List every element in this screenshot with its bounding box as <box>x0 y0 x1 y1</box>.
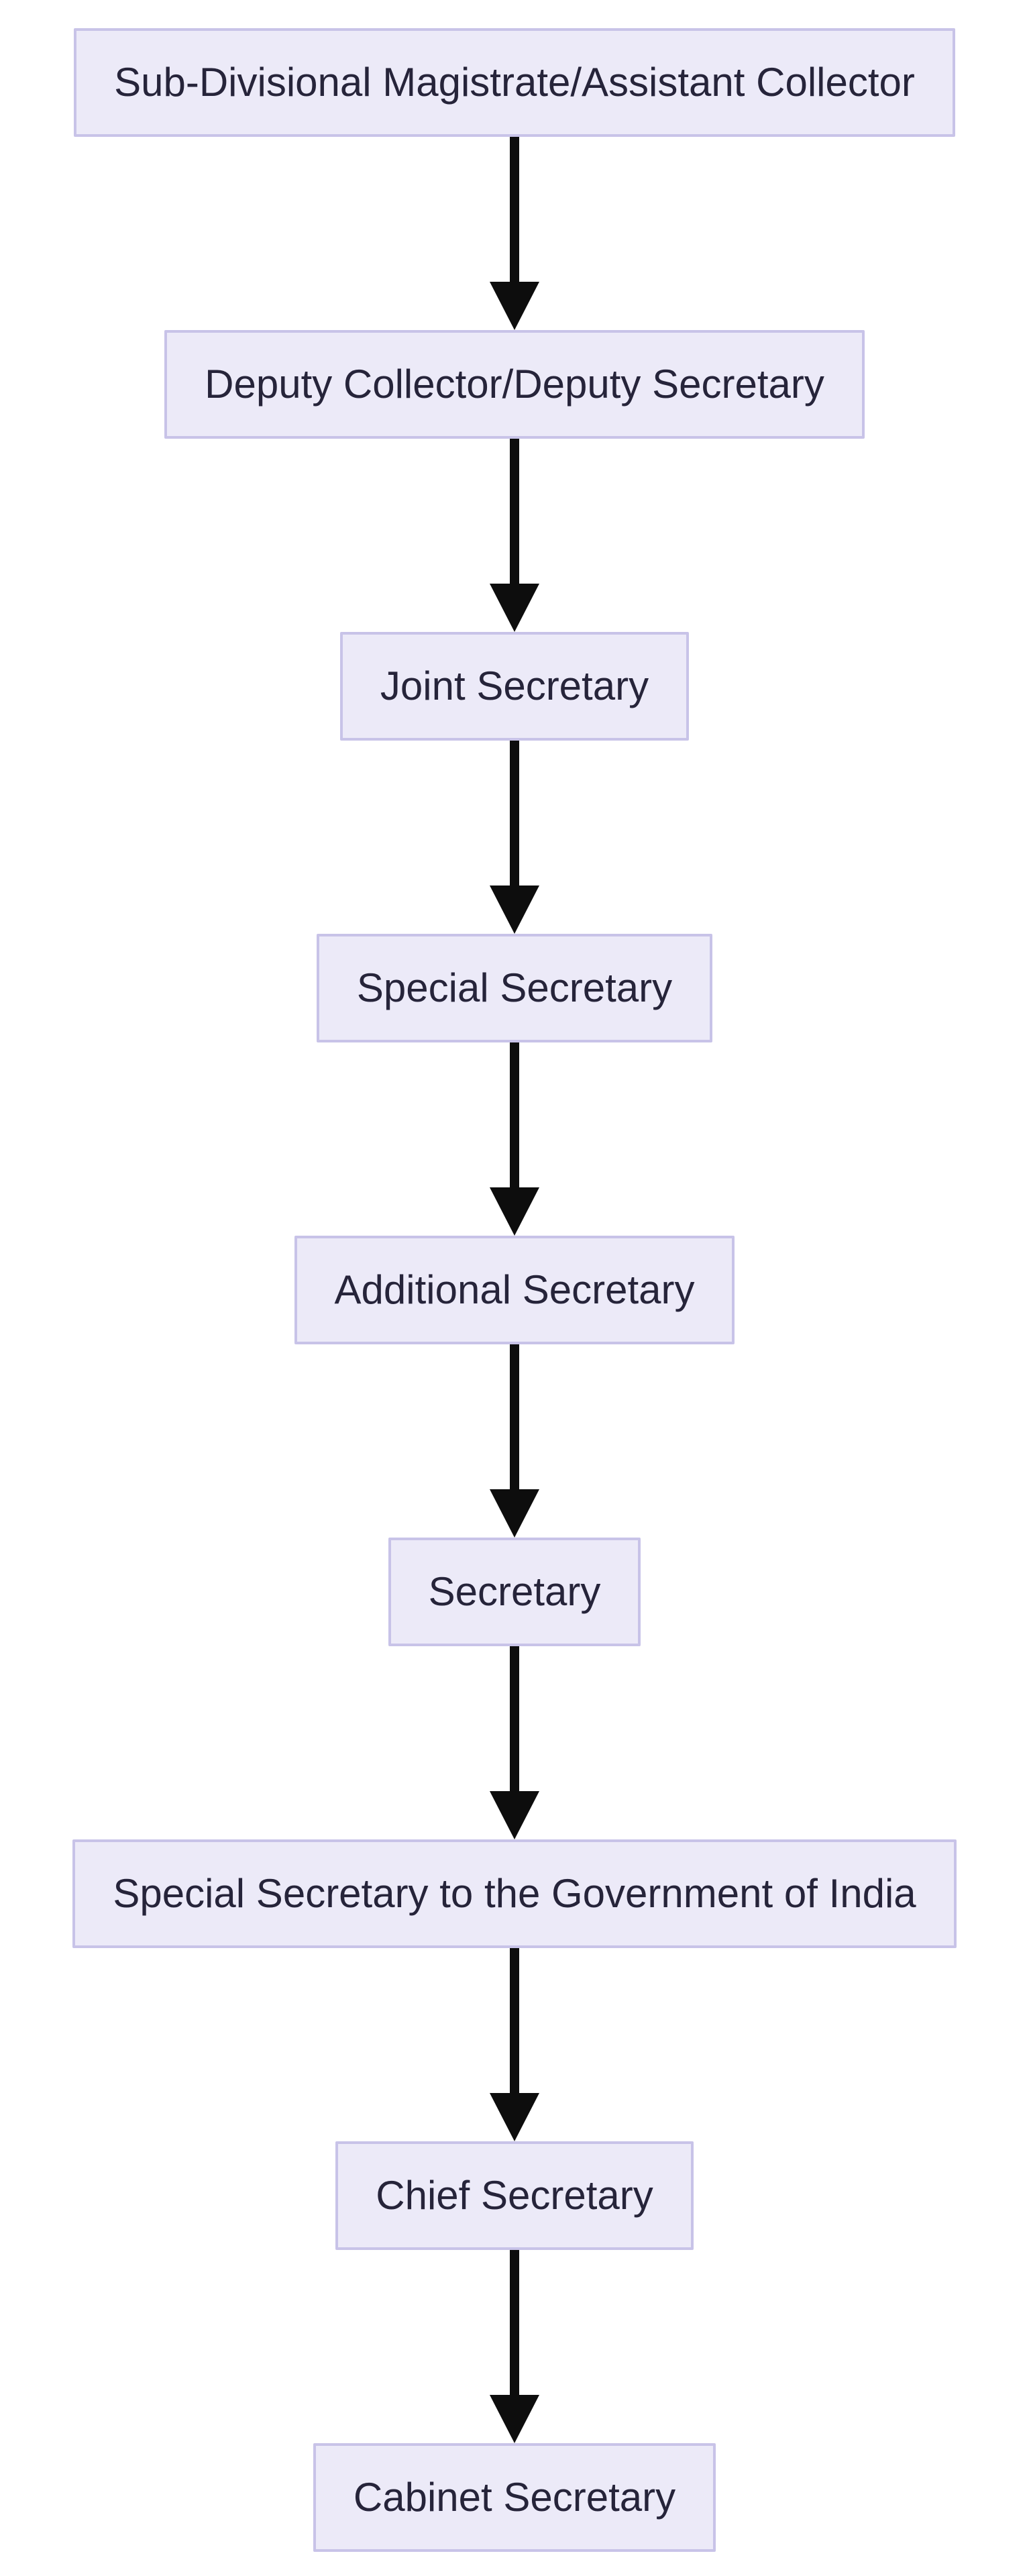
arrow-line <box>510 2250 519 2395</box>
arrowhead-down-icon <box>490 1187 539 1236</box>
arrowhead-down-icon <box>490 885 539 934</box>
node-label: Sub-Divisional Magistrate/Assistant Coll… <box>114 60 915 105</box>
node-deputy-collector-deputy-secretary: Deputy Collector/Deputy Secretary <box>164 330 865 439</box>
node-special-secretary: Special Secretary <box>316 934 713 1042</box>
node-label: Chief Secretary <box>376 2173 653 2218</box>
arrow-connector <box>489 439 540 632</box>
arrowhead-down-icon <box>490 1791 539 1839</box>
node-label: Special Secretary to the Government of I… <box>113 1871 916 1916</box>
arrow-line <box>510 137 519 282</box>
node-label: Joint Secretary <box>380 663 649 708</box>
arrow-connector <box>489 2250 540 2443</box>
node-secretary: Secretary <box>388 1538 641 1646</box>
arrow-connector <box>489 1344 540 1538</box>
node-label: Secretary <box>428 1569 601 1614</box>
arrow-line <box>510 1948 519 2093</box>
node-special-secretary-to-the-government-of-india: Special Secretary to the Government of I… <box>72 1839 957 1948</box>
arrowhead-down-icon <box>490 1489 539 1538</box>
arrow-connector <box>489 1646 540 1839</box>
arrowhead-down-icon <box>490 2395 539 2443</box>
node-additional-secretary: Additional Secretary <box>294 1236 735 1344</box>
arrow-line <box>510 1646 519 1791</box>
arrow-line <box>510 1344 519 1489</box>
arrow-connector <box>489 1042 540 1236</box>
node-chief-secretary: Chief Secretary <box>335 2141 694 2250</box>
node-label: Special Secretary <box>356 965 673 1010</box>
arrowhead-down-icon <box>490 2093 539 2141</box>
arrow-connector <box>489 741 540 934</box>
node-label: Additional Secretary <box>334 1267 695 1312</box>
arrowhead-down-icon <box>490 584 539 632</box>
arrowhead-down-icon <box>490 282 539 330</box>
node-sub-divisional-magistrate-assistant-collector: Sub-Divisional Magistrate/Assistant Coll… <box>74 28 955 137</box>
arrow-line <box>510 1042 519 1187</box>
node-label: Cabinet Secretary <box>353 2475 676 2520</box>
arrow-connector <box>489 1948 540 2141</box>
arrow-line <box>510 741 519 885</box>
arrow-connector <box>489 137 540 330</box>
node-cabinet-secretary: Cabinet Secretary <box>313 2443 716 2552</box>
arrow-line <box>510 439 519 584</box>
node-joint-secretary: Joint Secretary <box>339 632 690 741</box>
node-label: Deputy Collector/Deputy Secretary <box>205 362 824 407</box>
